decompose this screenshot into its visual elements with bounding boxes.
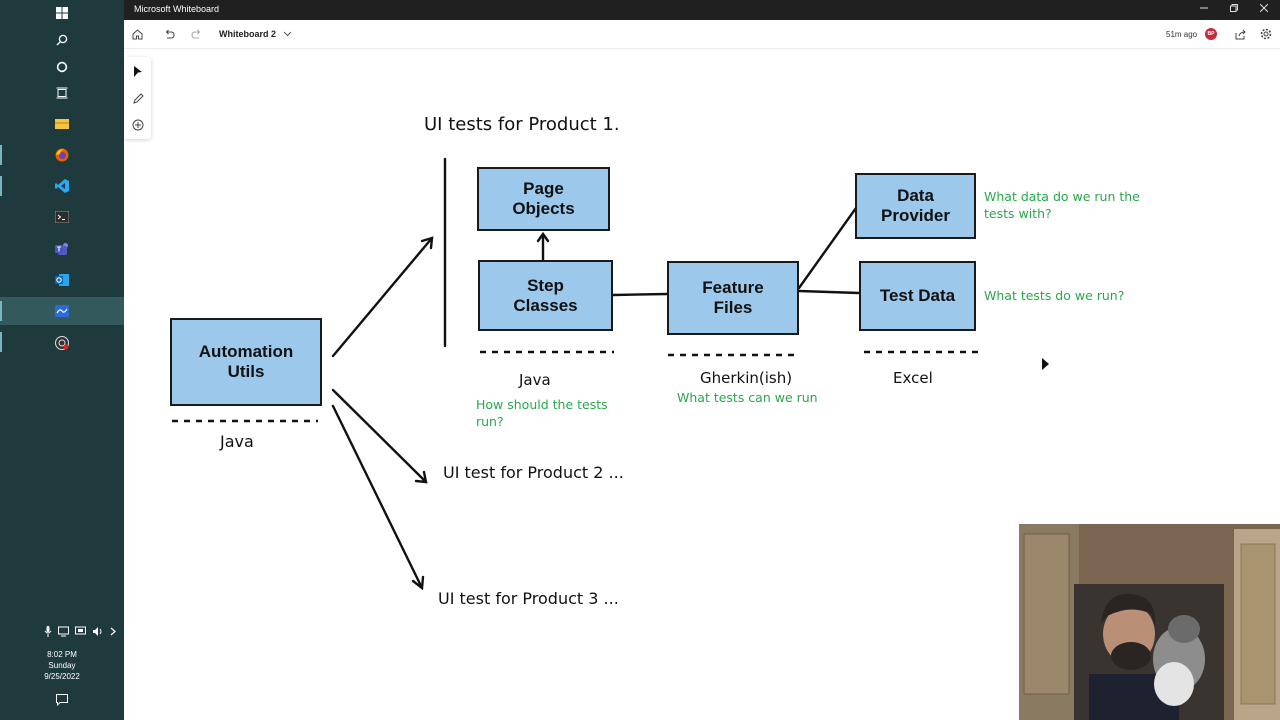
redo-button[interactable] (188, 26, 204, 42)
window-title-bar: Microsoft Whiteboard (124, 0, 1280, 20)
last-saved-status: 51m ago (1166, 30, 1198, 39)
home-button[interactable] (129, 26, 145, 42)
terminal-icon[interactable] (50, 205, 74, 229)
whiteboard-icon[interactable] (50, 299, 74, 323)
product2-label[interactable]: UI test for Product 2 ... (443, 463, 624, 482)
firefox-icon[interactable] (50, 143, 74, 167)
arrow-head (414, 470, 428, 484)
line-feature-to-testdata (797, 289, 861, 295)
arrow-to-product1 (331, 236, 434, 358)
board-name: Whiteboard 2 (219, 29, 277, 39)
running-indicator (0, 301, 2, 321)
product1-heading[interactable]: UI tests for Product 1. (424, 114, 620, 135)
feature-files-box[interactable]: Feature Files (667, 261, 799, 335)
steps-language-label[interactable]: Java (519, 371, 551, 389)
home-icon (132, 28, 142, 39)
undo-icon (165, 29, 175, 38)
svg-text:T: T (57, 247, 62, 254)
display-icon[interactable] (58, 626, 69, 637)
diagram-connectors (172, 157, 1049, 591)
webcam-video-frame (1019, 524, 1280, 720)
steps-note[interactable]: How should the tests run? (476, 397, 608, 429)
step-classes-box[interactable]: Step Classes (478, 260, 613, 331)
vscode-icon[interactable] (50, 174, 74, 198)
clock-date: 9/25/2022 (44, 672, 80, 681)
data-provider-box[interactable]: Data Provider (855, 173, 976, 239)
share-icon (1235, 29, 1246, 39)
feature-language-label[interactable]: Gherkin(ish) (700, 369, 793, 387)
data-provider-note[interactable]: What data do we run the tests with? (984, 189, 1140, 221)
volume-icon[interactable] (92, 626, 103, 637)
avatar[interactable]: BP (1205, 28, 1217, 40)
add-tool[interactable] (130, 117, 146, 133)
line-feature-to-dataprovider (797, 206, 858, 290)
product3-label[interactable]: UI test for Product 3 ... (438, 589, 619, 608)
app-toolbar: Whiteboard 2 51m ago BP (124, 20, 1280, 49)
webcam-overlay (1019, 524, 1280, 720)
clock-day: Sunday (48, 661, 76, 670)
running-indicator (0, 176, 2, 196)
search-icon[interactable] (50, 28, 74, 52)
utils-language-label[interactable]: Java (220, 432, 254, 451)
pen-tool[interactable] (130, 91, 146, 107)
test-data-note[interactable]: What tests do we run? (984, 288, 1125, 303)
mouse-cursor-icon (1042, 358, 1049, 370)
redo-icon (190, 29, 200, 38)
arrow-head (536, 231, 550, 243)
gear-icon (1260, 28, 1272, 40)
network-icon[interactable] (75, 626, 86, 637)
running-indicator (0, 332, 2, 352)
microphone-icon[interactable] (44, 626, 52, 637)
task-view-icon[interactable] (50, 81, 74, 105)
file-explorer-icon[interactable] (50, 112, 74, 136)
test-data-box[interactable]: Test Data (859, 261, 976, 331)
system-tray (44, 626, 117, 637)
cortana-icon[interactable] (50, 55, 74, 79)
board-name-menu[interactable]: Whiteboard 2 (219, 29, 292, 39)
window-title: Microsoft Whiteboard (134, 4, 220, 14)
arrow-head (420, 236, 434, 250)
taskbar: T 8:02 PM Sunday 9/25/2022 (0, 0, 124, 720)
restore-button[interactable] (1230, 4, 1238, 14)
undo-button[interactable] (161, 26, 177, 42)
chevron-right-icon[interactable] (109, 626, 117, 637)
pen-icon (133, 93, 144, 104)
arrow-head (411, 575, 425, 591)
running-indicator (0, 145, 2, 165)
data-language-label[interactable]: Excel (893, 369, 933, 387)
feature-note[interactable]: What tests can we run (677, 390, 818, 405)
page-objects-box[interactable]: Page Objects (477, 167, 610, 231)
whiteboard-canvas[interactable]: Automation Utils Page Objects Step Class… (124, 48, 1280, 720)
chevron-down-icon (283, 31, 291, 37)
notification-center-icon[interactable] (50, 688, 74, 712)
pointer-icon (134, 66, 142, 77)
select-tool[interactable] (130, 64, 146, 80)
minimize-button[interactable] (1200, 4, 1208, 14)
automation-utils-box[interactable]: Automation Utils (170, 318, 322, 406)
share-button[interactable] (1232, 26, 1248, 42)
obs-icon[interactable] (50, 331, 74, 355)
settings-button[interactable] (1258, 26, 1274, 42)
teams-icon[interactable]: T (50, 237, 74, 261)
windows-icon[interactable] (50, 1, 74, 25)
outlook-icon[interactable] (50, 268, 74, 292)
close-button[interactable] (1259, 3, 1269, 14)
clock-time: 8:02 PM (47, 650, 77, 659)
plus-circle-icon (132, 119, 144, 131)
tool-palette (124, 57, 151, 139)
taskbar-clock[interactable]: 8:02 PM Sunday 9/25/2022 (0, 649, 124, 682)
line-step-to-feature (611, 292, 669, 297)
arrow-to-product2 (331, 388, 428, 484)
arrow-to-product3 (331, 404, 424, 590)
